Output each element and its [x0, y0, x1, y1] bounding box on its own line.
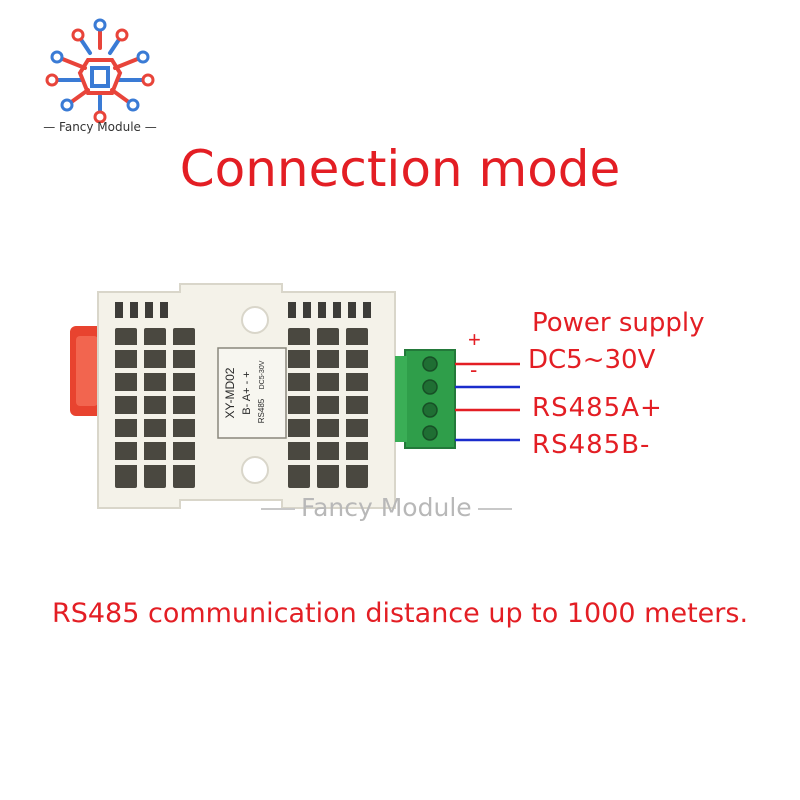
terminal-screw-2 [422, 379, 438, 395]
minus-sign: - [470, 357, 478, 382]
circuit-logo-icon [45, 18, 155, 124]
rs485b-label: RS485B- [532, 430, 651, 460]
mount-hole-top [241, 306, 269, 334]
fancy-module-logo: — Fancy Module — [30, 18, 170, 148]
power-label: DC5-30V [259, 360, 266, 389]
dc-range-label: DC5~30V [528, 345, 656, 375]
logo-text: — Fancy Module — [43, 120, 157, 134]
terminal-screw-3 [422, 402, 438, 418]
plus-sign: + [468, 327, 481, 352]
sensor-device: XY-MD02 B- A+ - + RS485 DC5-30V [70, 283, 520, 509]
terminal-labels: B- A+ - + [241, 371, 253, 414]
bus-label: RS485 [257, 398, 266, 423]
watermark-bar-right [477, 508, 512, 510]
terminal-screw-4 [422, 425, 438, 441]
rs485a-label: RS485A+ [532, 393, 663, 423]
label-plate [217, 347, 287, 439]
power-supply-label: Power supply [532, 308, 705, 338]
watermark-bar-left [261, 508, 295, 510]
terminal-screw-1 [422, 356, 438, 372]
watermark-text: Fancy Module [301, 493, 472, 522]
mount-hole-bottom [241, 456, 269, 484]
device-model: XY-MD02 [223, 367, 237, 418]
footer-note: RS485 communication distance up to 1000 … [51, 598, 749, 629]
watermark: Fancy Module [255, 493, 518, 522]
page-title: Connection mode [179, 140, 621, 198]
